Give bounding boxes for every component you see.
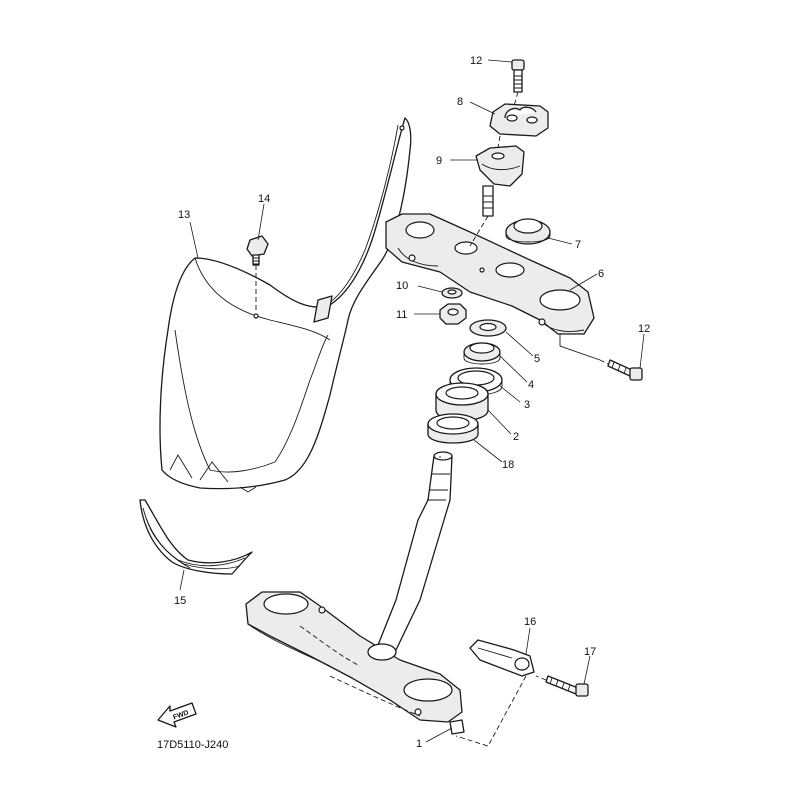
callout-9: 9 bbox=[436, 155, 442, 167]
under-bracket-1[interactable] bbox=[245, 591, 465, 735]
callout-6: 6 bbox=[598, 268, 604, 280]
callout-4: 4 bbox=[528, 379, 534, 391]
upper-bracket-6[interactable] bbox=[385, 213, 601, 361]
drawing-code: 17D5110-J240 bbox=[157, 739, 228, 751]
assembly-dashed-lines bbox=[255, 91, 609, 747]
washer-10[interactable] bbox=[441, 287, 463, 299]
callout-1: 1 bbox=[416, 738, 422, 750]
decal-15[interactable] bbox=[139, 499, 253, 575]
number-plate-13[interactable] bbox=[159, 117, 412, 493]
fwd-direction-badge: FWD bbox=[157, 702, 197, 728]
nut-11[interactable] bbox=[439, 303, 467, 325]
callout-15: 15 bbox=[174, 595, 186, 607]
callout-2: 2 bbox=[513, 431, 519, 443]
callout-7: 7 bbox=[575, 239, 581, 251]
callout-14: 14 bbox=[258, 193, 270, 205]
callout-11: 11 bbox=[396, 309, 407, 321]
bolt-14[interactable] bbox=[246, 235, 269, 266]
washer-5[interactable] bbox=[469, 319, 507, 337]
callout-17: 17 bbox=[584, 646, 596, 658]
leader-lines bbox=[179, 59, 645, 743]
callout-8: 8 bbox=[457, 96, 463, 108]
fwd-arrow-icon bbox=[157, 702, 197, 728]
collar-7[interactable] bbox=[505, 218, 551, 245]
callout-18: 18 bbox=[502, 459, 514, 471]
seal-18[interactable] bbox=[427, 413, 479, 444]
callout-12-top: 12 bbox=[470, 55, 482, 67]
callout-labels: 12 8 9 7 6 10 11 5 4 3 2 18 12 13 14 15 … bbox=[174, 55, 650, 750]
ring-nut-4[interactable] bbox=[463, 342, 501, 365]
callout-16: 16 bbox=[524, 616, 536, 628]
callout-3: 3 bbox=[524, 399, 530, 411]
steering-stem[interactable] bbox=[375, 451, 453, 651]
lower-handlebar-holder-9[interactable] bbox=[475, 145, 525, 217]
bolt-12-side[interactable] bbox=[607, 359, 643, 381]
callout-13: 13 bbox=[178, 209, 190, 221]
hose-holder-16[interactable] bbox=[469, 639, 535, 677]
bolt-17[interactable] bbox=[545, 675, 589, 697]
upper-handlebar-holder-8[interactable] bbox=[489, 103, 549, 137]
bolt-12-top[interactable] bbox=[511, 59, 525, 93]
callout-12-side: 12 bbox=[638, 323, 650, 335]
callout-10: 10 bbox=[396, 280, 408, 292]
callout-5: 5 bbox=[534, 353, 540, 365]
